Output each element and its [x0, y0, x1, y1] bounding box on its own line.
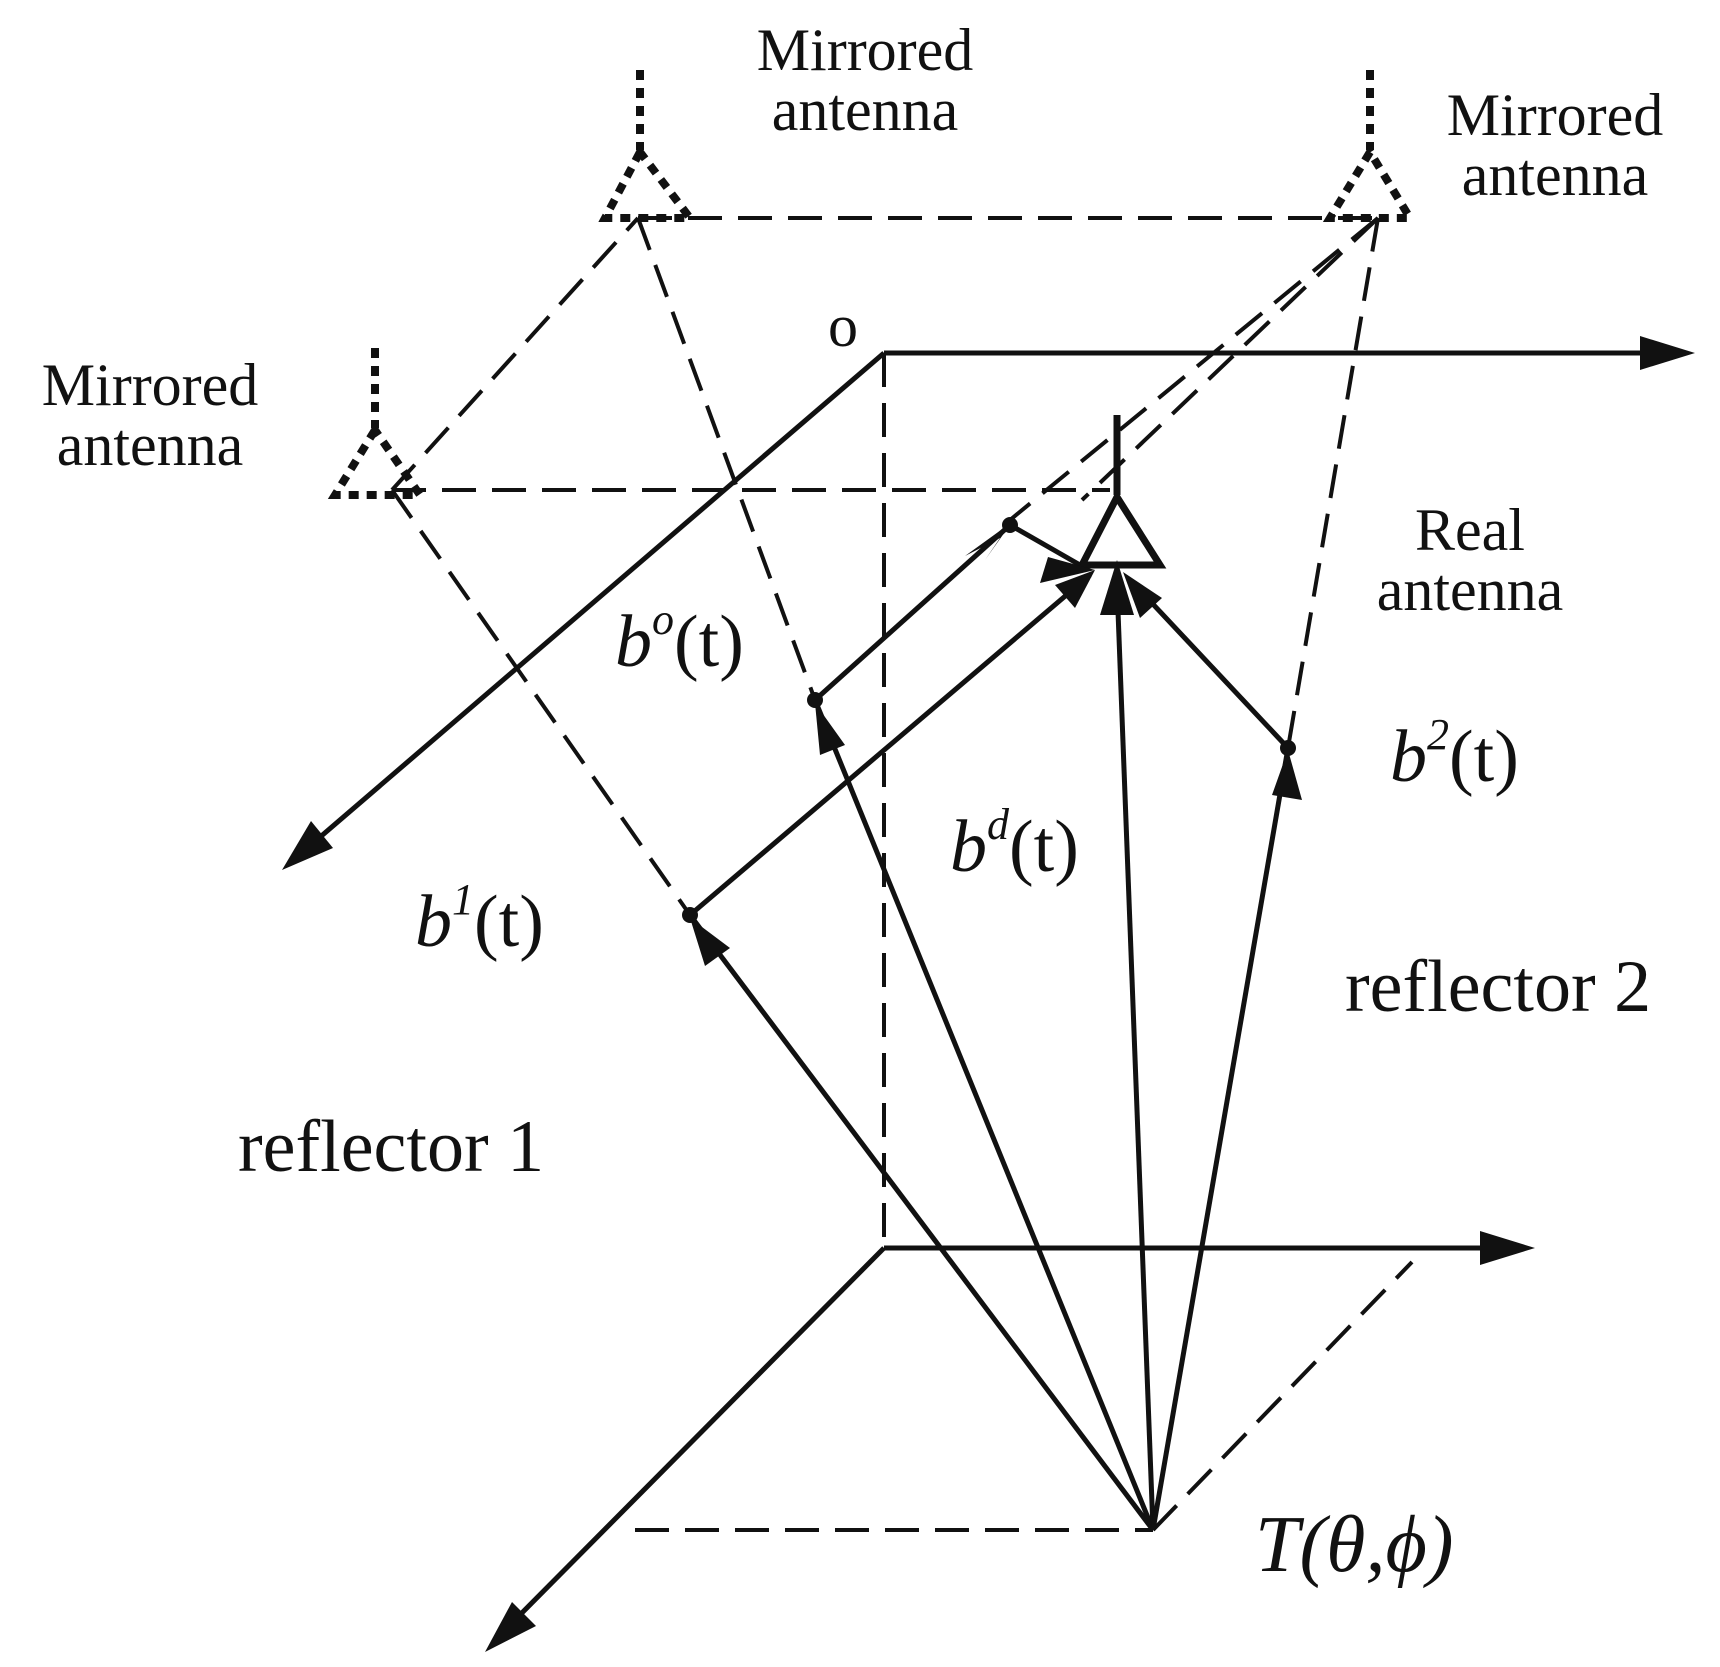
- dashed-lines: [390, 216, 1414, 1532]
- arrowhead-direct: [1100, 560, 1134, 615]
- label-reflector-1: reflector 1: [238, 1106, 545, 1188]
- label-mirrored-left: Mirrored antenna: [41, 352, 259, 478]
- axes: [303, 350, 1650, 1637]
- dashed-bottom-diag: [1151, 1260, 1414, 1532]
- arrowhead-top-x: [1640, 336, 1695, 370]
- point-bo: [807, 692, 823, 708]
- label-real-antenna: Real antenna: [1376, 497, 1564, 623]
- arrowhead-b1-in: [690, 918, 730, 966]
- dashed-rightmirror-to-antenna: [1080, 216, 1380, 502]
- ray-b1point-to-antenna: [688, 573, 1092, 917]
- reflection-points: [682, 517, 1296, 923]
- real-antenna-icon: [1076, 415, 1167, 569]
- ray-target-to-bopoint: [812, 699, 1156, 1531]
- label-b-o: bo(t): [615, 595, 744, 683]
- label-origin: o: [828, 293, 858, 359]
- label-target: T(θ,ϕ): [1255, 1501, 1454, 1589]
- bottom-axis-diag: [498, 1246, 886, 1637]
- label-reflector-2: reflector 2: [1345, 946, 1652, 1028]
- dashed-left-to-top: [390, 216, 640, 492]
- mirrored-antenna-icon-left: [327, 348, 428, 499]
- arrowhead-bo-in: [815, 703, 845, 755]
- arrowhead-b1-antenna: [1055, 570, 1095, 608]
- arrowhead-mid: [965, 522, 1012, 560]
- mirrored-antenna-icon-top: [598, 70, 699, 222]
- ray-mid-to-antenna: [1008, 522, 1082, 568]
- point-b1: [682, 907, 698, 923]
- label-b-1: b1(t): [415, 875, 544, 963]
- arrowhead-bottom-x: [1480, 1231, 1535, 1265]
- top-axis-diag: [303, 351, 886, 852]
- arrowhead-b2-antenna: [1123, 572, 1162, 618]
- label-mirrored-top: Mirrored antenna: [756, 17, 974, 143]
- label-mirrored-right: Mirrored antenna: [1446, 82, 1664, 208]
- ray-target-to-antenna-direct: [1114, 584, 1156, 1531]
- label-b-d: bd(t): [950, 800, 1079, 888]
- arrowhead-bottom-diag: [485, 1602, 536, 1652]
- point-b2: [1280, 740, 1296, 756]
- dashed-leftmirror-to-b1: [390, 488, 692, 917]
- signal-rays: [688, 522, 1291, 1532]
- arrowhead-top-diag: [282, 821, 333, 870]
- ray-b2point-to-antenna: [1133, 583, 1290, 750]
- ray-target-to-b2point: [1150, 747, 1291, 1531]
- dashed-rightmirror-to-b2: [1286, 217, 1380, 749]
- dashed-rightmirror-to-bo-a: [1008, 216, 1380, 522]
- arrowhead-mid-antenna: [1040, 557, 1095, 583]
- ray-target-to-b1point: [688, 913, 1155, 1532]
- mirrored-antenna-icon-right: [1322, 70, 1418, 222]
- ray-bopoint-to-mid: [813, 523, 1012, 702]
- axis-arrowheads: [282, 336, 1695, 1652]
- ray-arrowheads: [690, 522, 1302, 966]
- point-mid: [1002, 517, 1018, 533]
- label-b-2: b2(t): [1390, 710, 1519, 798]
- arrowhead-b2-in: [1272, 750, 1302, 800]
- dashed-topmirror-to-bo: [636, 217, 817, 701]
